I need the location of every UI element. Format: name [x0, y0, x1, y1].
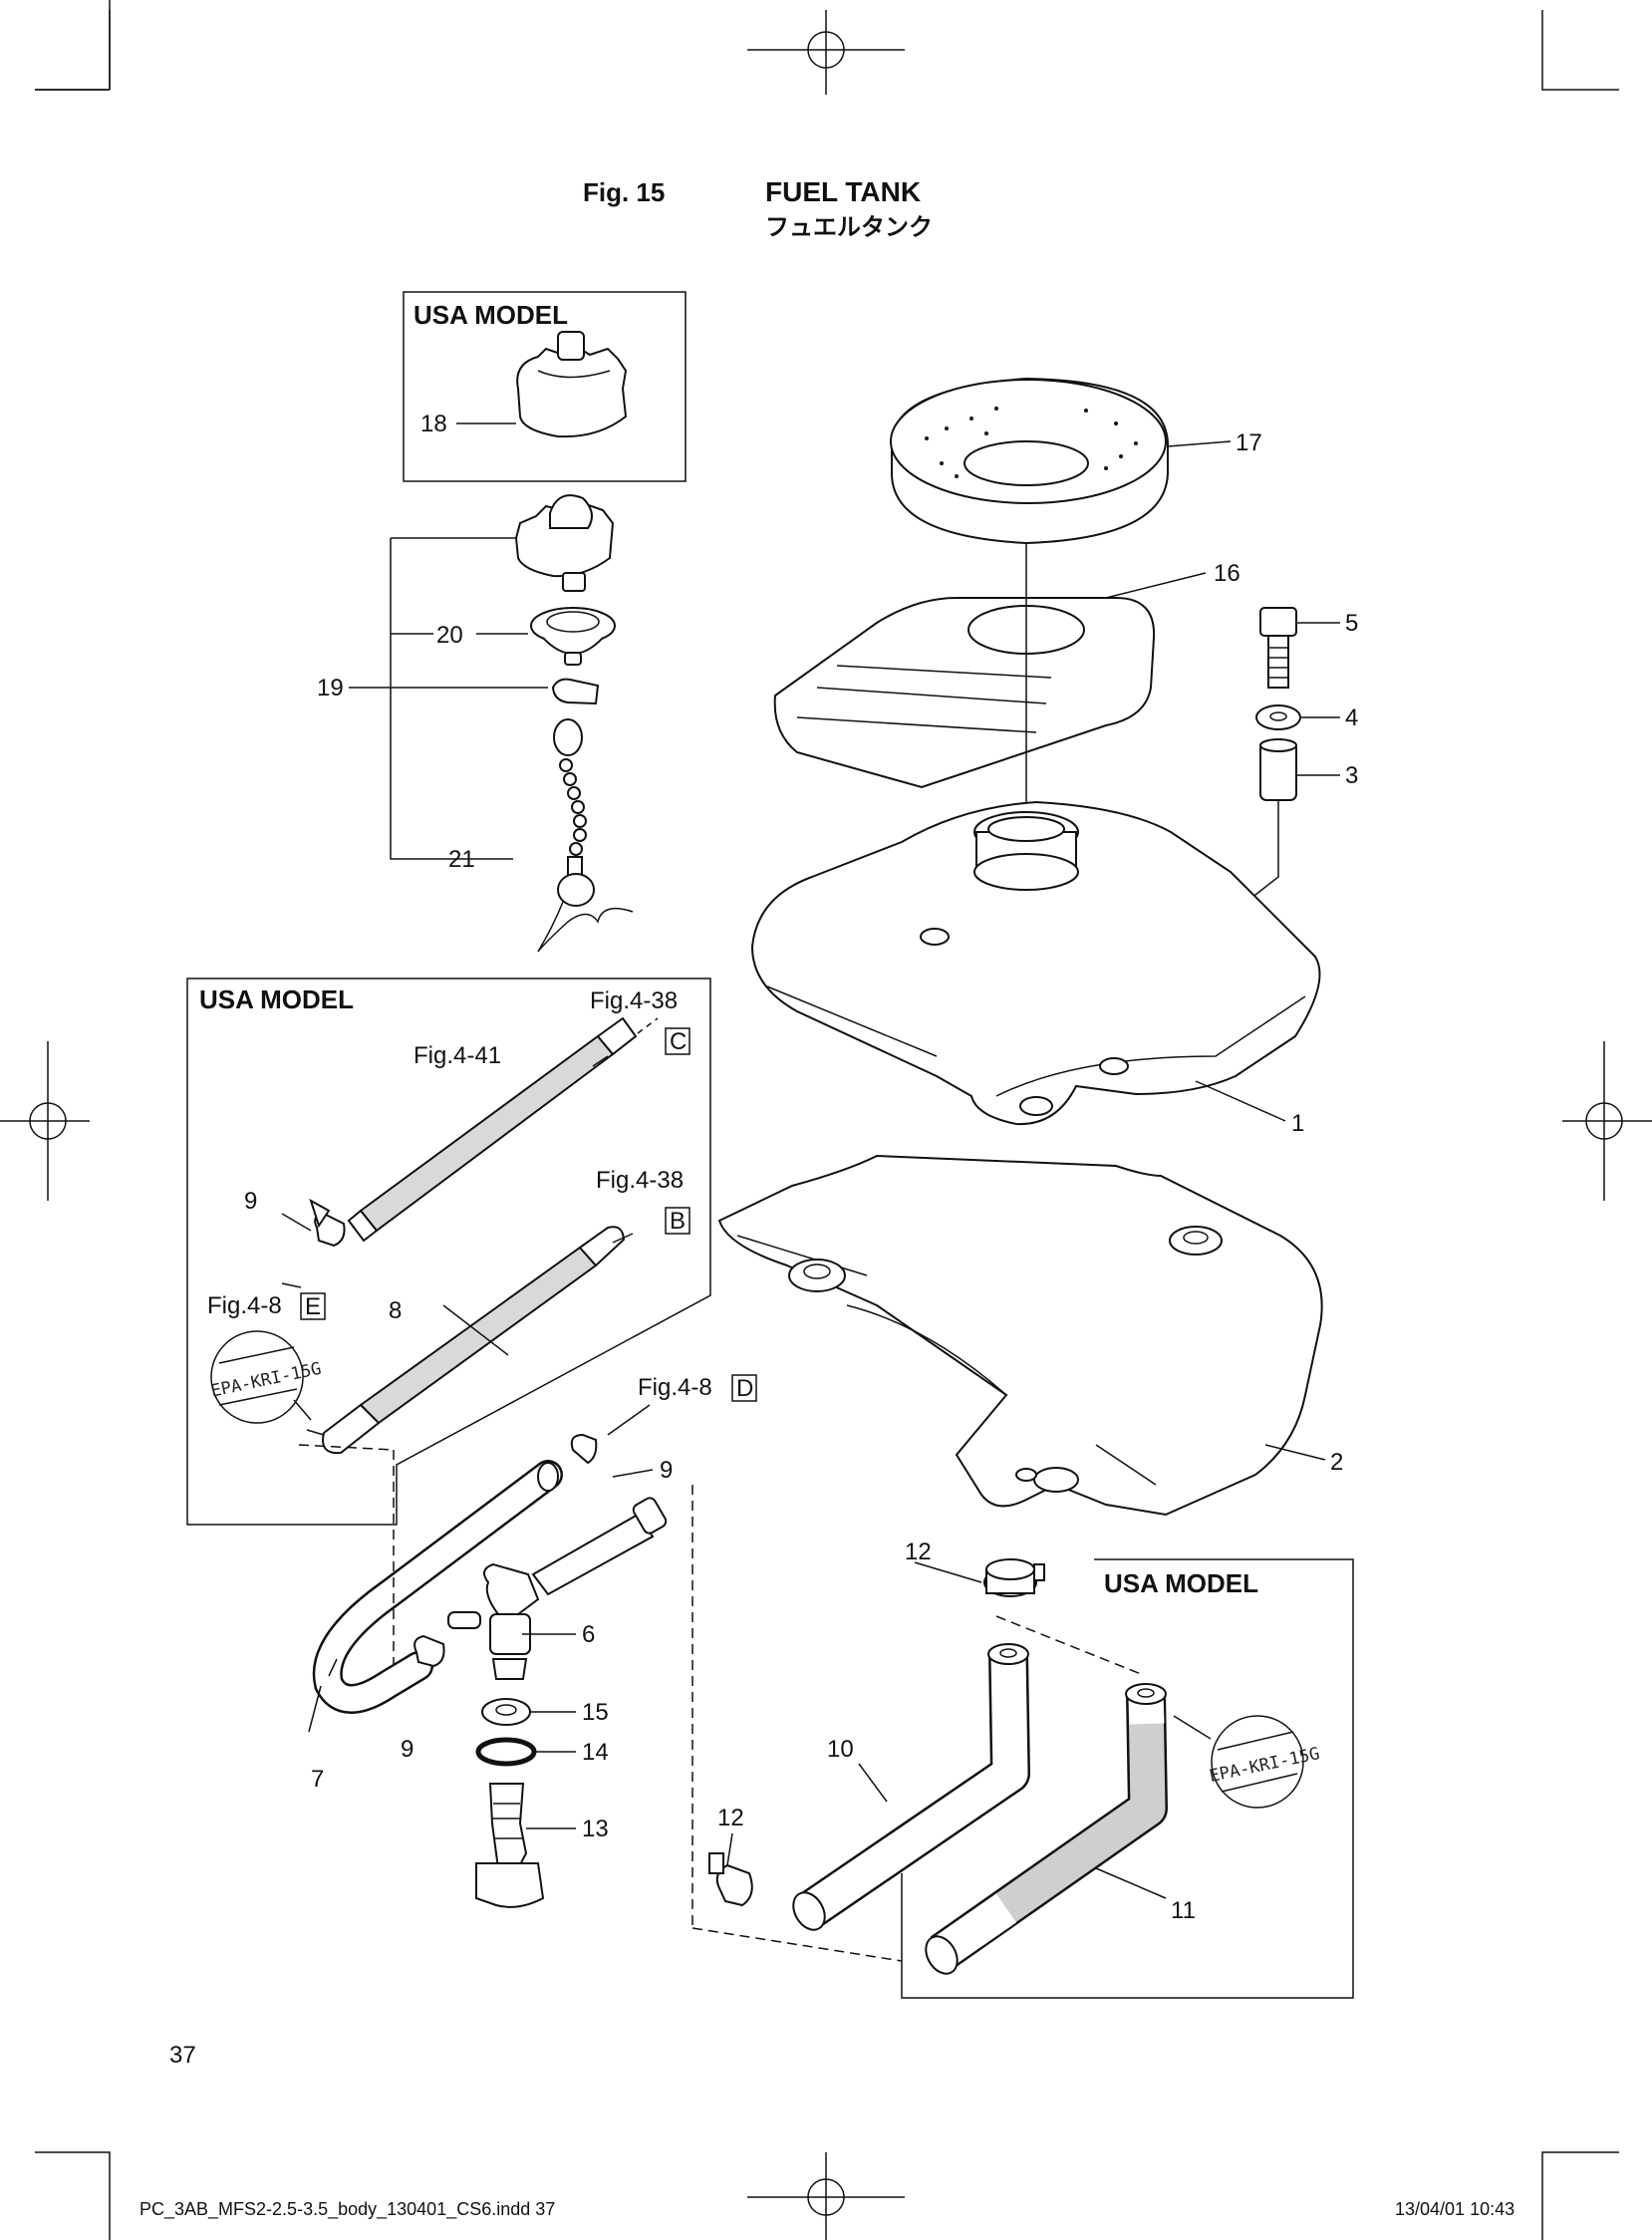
- callout-14: 14: [582, 1739, 609, 1766]
- callout-20: 20: [436, 622, 463, 649]
- callout-17: 17: [1236, 429, 1262, 456]
- callout-7: 7: [311, 1766, 324, 1793]
- epa-stamp-left: EPA-KRI-15G: [209, 1330, 323, 1424]
- callout-3: 3: [1345, 762, 1358, 789]
- callout-9-a: 9: [244, 1188, 257, 1215]
- figure-references: Fig.4-38 C Fig.4-41 Fig.4-38 B Fig.4-8 E…: [207, 987, 757, 1436]
- leader-lines: [281, 1055, 1167, 1899]
- ref-letter-d: D: [736, 1375, 753, 1402]
- usa-model-box-right: [901, 1558, 1354, 1999]
- epa-stamp-right: EPA-KRI-15G: [1173, 1715, 1321, 1809]
- breather-hose-part: [792, 1643, 1030, 1931]
- callout-16: 16: [1214, 560, 1240, 587]
- usa-model-box-left-title: USA MODEL: [199, 984, 354, 1014]
- hose-clip-part: [309, 1198, 346, 1248]
- callout-5: 5: [1345, 610, 1358, 637]
- breather-hose-usa-part: [925, 1683, 1168, 1975]
- callout-13: 13: [582, 1816, 609, 1842]
- registration-mark-bottom: [747, 2152, 905, 2240]
- ref-fig4-41: Fig.4-41: [413, 1042, 501, 1069]
- registration-mark-top: [747, 10, 905, 95]
- ref-fig4-8-e: Fig.4-8: [207, 1292, 282, 1319]
- callout-11: 11: [1171, 1897, 1196, 1924]
- callout-2: 2: [1330, 1449, 1343, 1476]
- callout-21: 21: [448, 846, 475, 873]
- washer-seal-part: [481, 1698, 531, 1726]
- file-name: PC_3AB_MFS2-2.5-3.5_body_130401_CS6.indd…: [139, 2199, 555, 2220]
- ref-fig4-8-d: Fig.4-8: [638, 1374, 712, 1401]
- hose-fig4-41-part: [347, 1016, 659, 1243]
- print-timestamp: 13/04/01 10:43: [1395, 2199, 1514, 2219]
- ref-letter-c: C: [670, 1028, 687, 1055]
- fuel-filter-part: [475, 1783, 545, 1908]
- callout-12-a: 12: [905, 1539, 932, 1565]
- ref-box-b: [665, 1207, 690, 1235]
- callout-10: 10: [827, 1736, 854, 1763]
- fuel-cap-usa-part: [456, 331, 628, 438]
- callout-18: 18: [420, 411, 447, 437]
- ref-box-e: [300, 1292, 326, 1320]
- ref-letter-b: B: [670, 1208, 686, 1235]
- ref-letter-e: E: [305, 1293, 321, 1320]
- usa-model-box-top-title: USA MODEL: [413, 300, 568, 330]
- washer-part: [1255, 704, 1340, 730]
- ref-box-c: [665, 1027, 690, 1055]
- callout-19: 19: [317, 675, 344, 701]
- callout-numbers: 1 2 3 4 5 6 7 8 9 9 9 10 11 12 12 13 14 …: [244, 411, 1358, 1924]
- registration-mark-left: [0, 1041, 90, 1201]
- ref-box-d: [731, 1374, 757, 1402]
- callout-8: 8: [389, 1297, 402, 1324]
- fuel-cap-assembly-part: [349, 494, 634, 953]
- fuel-tank-lower-part: [717, 1154, 1326, 1517]
- figure-title-japanese: フュエルタンク: [765, 214, 933, 241]
- figure-label: Fig. 15: [583, 177, 665, 207]
- callout-12-b: 12: [717, 1805, 744, 1831]
- callout-4: 4: [1345, 704, 1358, 731]
- page-number: 37: [169, 2042, 196, 2069]
- callout-15: 15: [582, 1699, 609, 1726]
- figure-title: FUEL TANK: [765, 176, 921, 207]
- hose-clip-part: [413, 1433, 598, 1668]
- callout-9-c: 9: [401, 1736, 413, 1763]
- fuel-cock-part: [447, 1497, 668, 1680]
- fuel-hose-part: [312, 1460, 563, 1714]
- usa-model-box-top: [403, 291, 687, 482]
- fuel-tank-upper-part: [750, 800, 1321, 1126]
- hose-part: [322, 1226, 626, 1455]
- hose-clamp-part: [708, 1558, 1045, 1907]
- registration-mark-right: [1562, 1041, 1652, 1201]
- crop-marks: [35, 0, 1619, 2240]
- usa-model-box-left: [186, 978, 711, 1526]
- ref-fig4-38-b: Fig.4-38: [596, 1167, 684, 1194]
- callout-9-b: 9: [660, 1457, 673, 1484]
- o-ring-part: [475, 1737, 537, 1767]
- callout-1: 1: [1291, 1110, 1304, 1137]
- usa-model-box-right-title: USA MODEL: [1104, 1568, 1258, 1598]
- bolt-part: [1259, 607, 1340, 689]
- foam-pad-part: [890, 377, 1232, 545]
- ref-fig4-38-c: Fig.4-38: [590, 987, 678, 1014]
- tank-pad-part: [773, 572, 1207, 789]
- callout-6: 6: [582, 1621, 595, 1648]
